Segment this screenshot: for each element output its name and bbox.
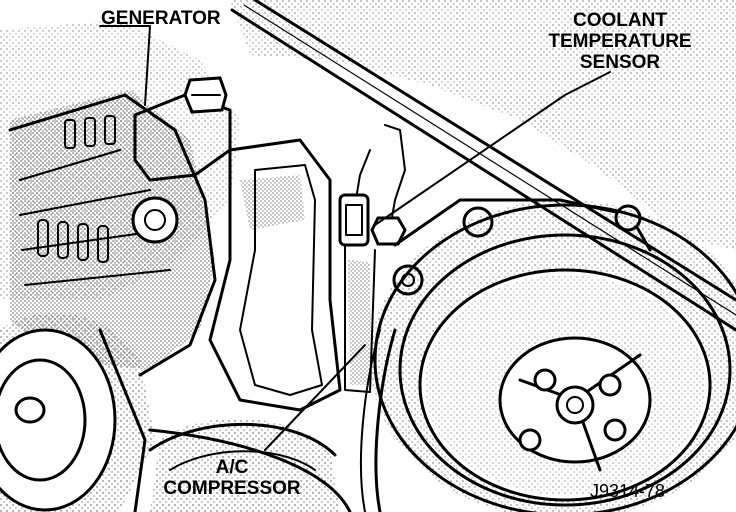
- generator-pulley: [0, 313, 155, 512]
- ac-clutch-pulley: [370, 200, 736, 512]
- coolant-label-line-3: SENSOR: [579, 52, 661, 73]
- ac-compressor: [148, 418, 340, 512]
- generator: [8, 76, 232, 377]
- figure-id-label: J9314-78: [590, 481, 666, 501]
- coolant-sensor-assembly: [338, 124, 424, 393]
- coolant-temperature-sensor-label: COOLANT TEMPERATURE SENSOR: [532, 10, 708, 73]
- generator-label: GENERATOR: [101, 8, 221, 29]
- ac-label-line-2: COMPRESSOR: [163, 478, 301, 499]
- coolant-label-line-2: TEMPERATURE: [548, 31, 692, 52]
- leader-lines: [99, 25, 611, 451]
- ac-compressor-label: A/C COMPRESSOR: [152, 457, 312, 499]
- coolant-label-line-1: COOLANT: [573, 10, 667, 31]
- timing-cover: [208, 138, 342, 412]
- ac-label-line-1: A/C: [215, 457, 249, 478]
- drive-belt-lower: [148, 328, 397, 512]
